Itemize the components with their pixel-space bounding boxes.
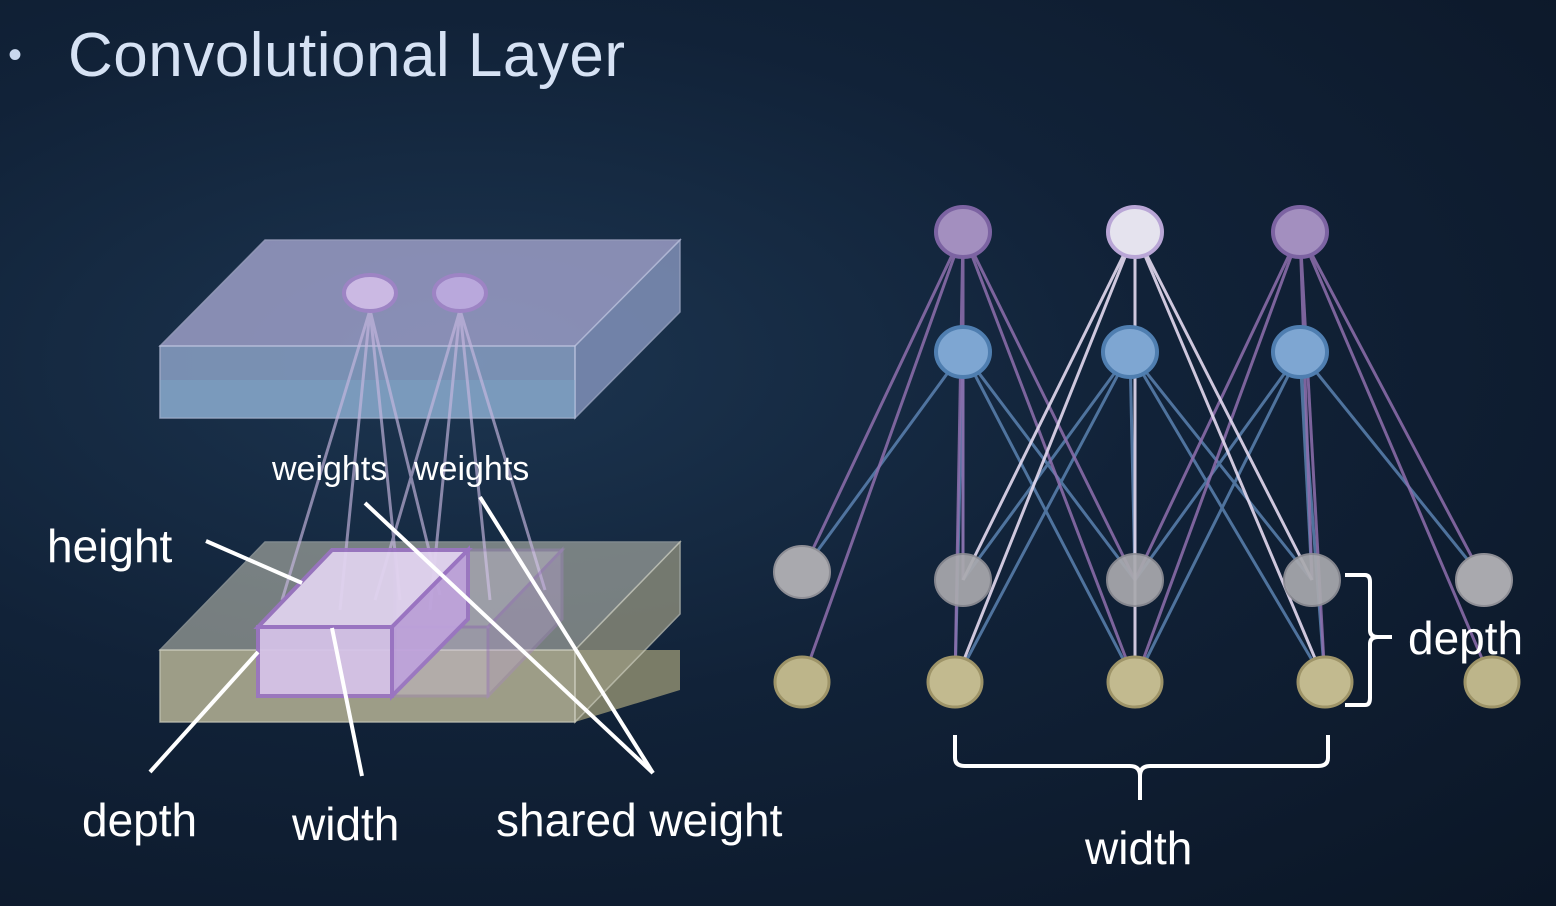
tan-node-3 xyxy=(1106,655,1164,709)
width-label-right: width xyxy=(1084,822,1192,874)
weights-label-2: weights xyxy=(413,450,529,488)
depth-bracket xyxy=(1345,573,1392,707)
tan-node-4 xyxy=(1296,655,1354,709)
purple-node-connections xyxy=(800,231,1494,683)
blue-node-1 xyxy=(934,325,992,379)
height-label: height xyxy=(47,520,173,572)
shared-weight-label: shared weight xyxy=(496,794,783,846)
gray-node-1 xyxy=(773,545,831,599)
gray-node-3 xyxy=(1106,553,1164,607)
width-bracket xyxy=(953,735,1330,800)
filter-box xyxy=(253,545,473,701)
output-neuron-1 xyxy=(342,273,398,313)
width-label-left: width xyxy=(291,798,399,850)
tan-node-1 xyxy=(773,655,831,709)
top-node-2 xyxy=(1106,205,1164,259)
depth-label-right: depth xyxy=(1408,612,1523,664)
blue-node-3 xyxy=(1271,325,1329,379)
output-volume-slab xyxy=(158,238,682,420)
right-diagram: depth width xyxy=(773,205,1523,874)
output-neuron-2 xyxy=(432,273,488,313)
blue-node-connections xyxy=(800,351,1486,683)
annotation-pointers xyxy=(148,495,655,777)
tan-node-2 xyxy=(926,655,984,709)
gray-node-5 xyxy=(1455,553,1513,607)
title-bullet: • xyxy=(8,33,23,77)
depth-label-left: depth xyxy=(82,794,197,846)
left-diagram: height weights weights depth width share… xyxy=(47,238,783,850)
blue-node-2 xyxy=(1101,325,1159,379)
slide-title: Convolutional Layer xyxy=(68,21,626,90)
top-node-3 xyxy=(1271,205,1329,259)
title-row: • Convolutional Layer xyxy=(8,20,626,91)
top-node-1 xyxy=(934,205,992,259)
gray-node-4 xyxy=(1283,553,1341,607)
weights-label-1: weights xyxy=(271,450,387,488)
gray-node-2 xyxy=(934,553,992,607)
tan-node-5 xyxy=(1463,655,1521,709)
